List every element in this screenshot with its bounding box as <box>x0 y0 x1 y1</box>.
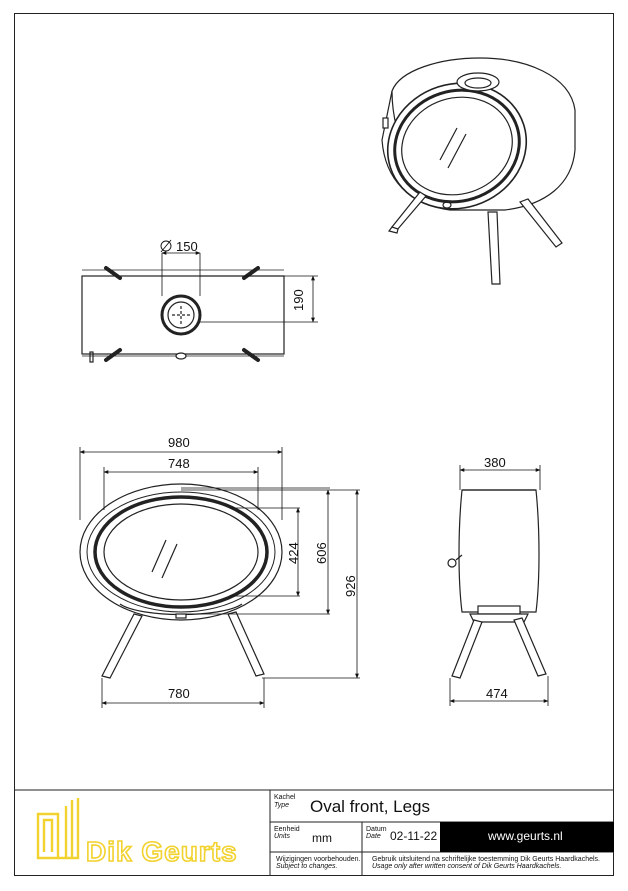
type-label-nl: Kachel <box>274 794 296 801</box>
usage-note-en: Usage only after written consent of Dik … <box>372 863 562 870</box>
drawing-title: Oval front, Legs <box>310 797 431 816</box>
dim-width-legs: 780 <box>168 686 190 701</box>
isometric-view <box>381 57 576 285</box>
date-label-en: Date <box>366 833 381 840</box>
dim-depth: 380 <box>484 455 506 470</box>
dim-height-top: 190 <box>291 289 306 311</box>
side-view <box>447 489 547 679</box>
diameter-slash <box>160 239 172 253</box>
dik-geurts-logo <box>36 798 80 860</box>
usage-note-nl: Gebruik uitsluitend na schriftelijke toe… <box>372 856 600 863</box>
brand-name: Dik Geurts <box>86 836 238 867</box>
dim-width-window: 748 <box>168 456 190 471</box>
dim-height-window: 424 <box>286 542 301 564</box>
units-value: mm <box>312 831 332 845</box>
date-value: 02-11-22 <box>390 829 438 843</box>
changes-note-en: Subject to changes. <box>276 863 338 870</box>
date-label-nl: Datum <box>366 826 387 833</box>
front-view <box>79 483 283 679</box>
front-view-dimensions <box>79 447 360 708</box>
top-view-dimensions <box>161 251 318 323</box>
drawing-sheet-border <box>14 13 614 876</box>
units-label-nl: Eenheid <box>274 826 300 833</box>
dim-depth-legs: 474 <box>486 686 508 701</box>
side-view-dimensions <box>449 465 549 706</box>
dim-width-total: 980 <box>168 435 190 450</box>
changes-note-nl: Wijzigingen voorbehouden. <box>276 856 361 863</box>
website-bar <box>440 822 614 852</box>
dim-height-total: 926 <box>343 575 358 597</box>
dim-diameter: 150 <box>176 239 198 254</box>
type-label-en: Type <box>274 802 290 809</box>
top-view <box>81 266 285 363</box>
website-link[interactable]: www.geurts.nl <box>488 829 563 843</box>
dim-height-body: 606 <box>314 542 329 564</box>
units-label-en: Units <box>274 833 290 840</box>
diameter-symbol-icon <box>160 240 172 252</box>
